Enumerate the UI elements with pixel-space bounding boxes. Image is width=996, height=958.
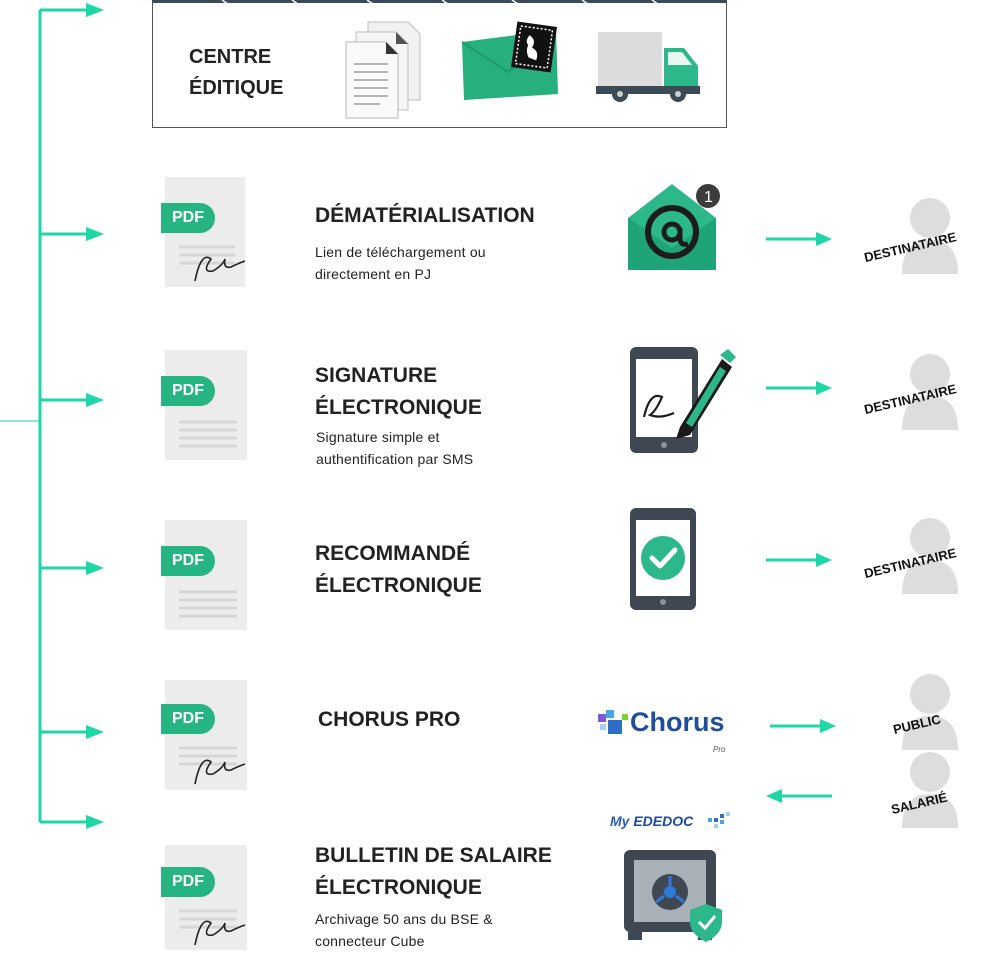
- pdf-document-icon: PDF: [161, 177, 245, 287]
- myededoc-logo-mark: [708, 812, 730, 828]
- dematerialisation-title: DÉMATÉRIALISATION: [315, 204, 535, 227]
- arrow-right: [770, 719, 836, 733]
- paper-stack-icon: [345, 21, 421, 119]
- arrow-right: [766, 381, 832, 395]
- chorus-logo-sub: Pro: [713, 745, 726, 754]
- pdf-badge: PDF: [161, 704, 215, 734]
- recommande-title: RECOMMANDÉ ÉLECTRONIQUE: [315, 542, 482, 597]
- arrow-right: [766, 553, 832, 567]
- dematerialisation-subtitle: Lien de téléchargement ou directement en…: [315, 244, 486, 282]
- chorus-logo: Chorus: [630, 707, 725, 737]
- person-silhouette-icon: [902, 518, 958, 594]
- pdf-document-icon: PDF: [161, 520, 247, 630]
- envelope-stamp-icon: [461, 21, 558, 100]
- person-silhouette-icon: [902, 674, 958, 750]
- person-silhouette-icon: [902, 198, 958, 274]
- pdf-document-icon: PDF: [161, 680, 247, 790]
- arrow-right: [766, 232, 832, 246]
- person-silhouette-icon: [902, 354, 958, 430]
- pdf-document-icon: PDF: [161, 845, 247, 950]
- safe-shield-icon: [624, 850, 722, 942]
- tablet-check-icon: [630, 508, 696, 610]
- bulletin-title: BULLETIN DE SALAIRE ÉLECTRONIQUE: [315, 844, 552, 899]
- svg-text:1: 1: [704, 189, 713, 206]
- person-silhouette-icon: [902, 752, 958, 828]
- centre-editique-title: CENTRE ÉDITIQUE: [189, 46, 284, 99]
- signature-title: SIGNATURE ÉLECTRONIQUE: [315, 364, 482, 419]
- pdf-document-icon: PDF: [161, 350, 247, 460]
- box-top-ticks: [221, 0, 659, 5]
- chorus-pro-title: CHORUS PRO: [318, 708, 461, 731]
- delivery-truck-icon: [596, 32, 700, 102]
- pdf-badge: PDF: [161, 203, 215, 233]
- chorus-logo-mark: [598, 710, 628, 734]
- arrow-left: [766, 789, 832, 803]
- pdf-badge: PDF: [161, 867, 215, 897]
- pdf-badge: PDF: [161, 376, 215, 406]
- myededoc-logo: My EDEDOC: [610, 813, 694, 829]
- tablet-signature-icon: [630, 347, 736, 453]
- bulletin-subtitle: Archivage 50 ans du BSE & connecteur Cub…: [315, 911, 493, 949]
- pdf-badge: PDF: [161, 546, 215, 576]
- email-notification-icon: 1: [628, 184, 720, 270]
- signature-subtitle: Signature simple et authentification par…: [316, 429, 474, 467]
